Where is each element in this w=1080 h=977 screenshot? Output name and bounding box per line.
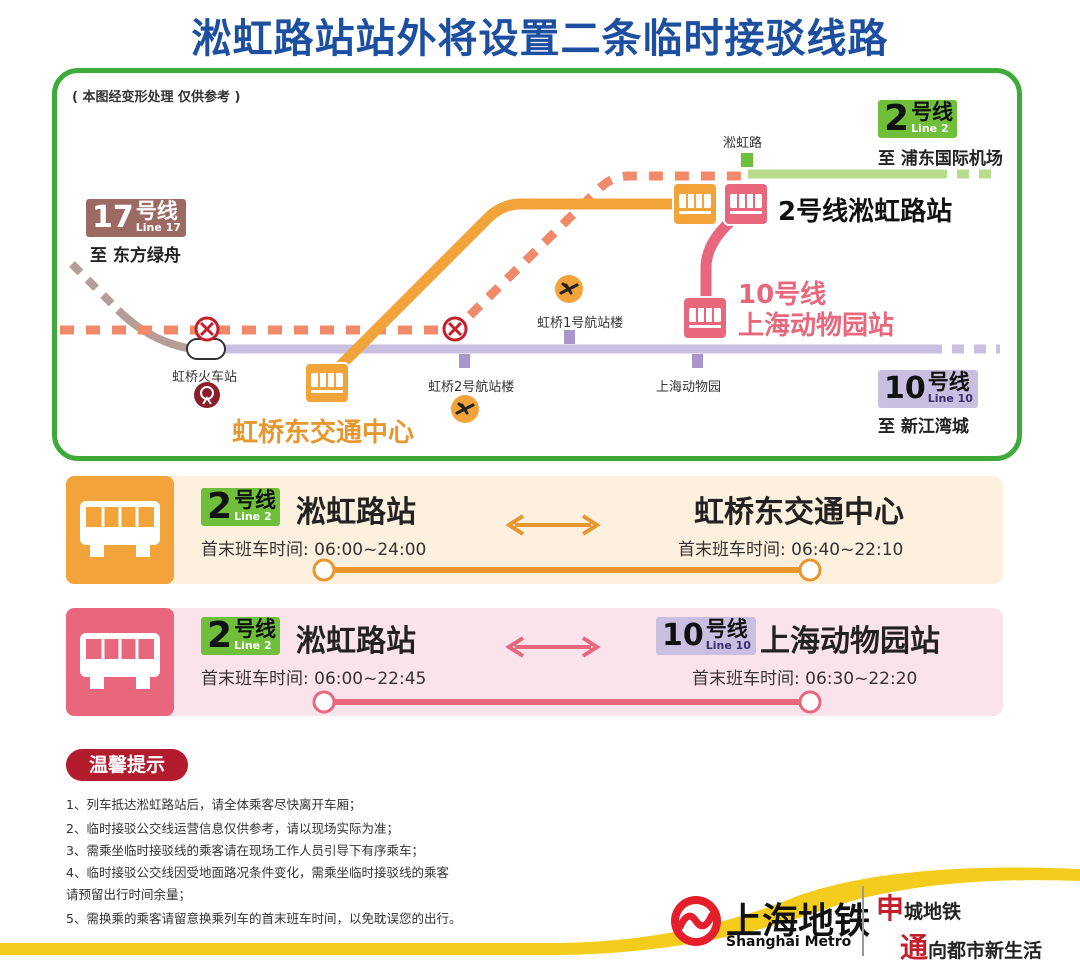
route1-timeline xyxy=(312,558,822,582)
hongqiao-east-hub-label: 虹桥东交通中心 xyxy=(232,418,415,448)
hongqiao-rail-station-marker xyxy=(186,338,226,360)
route2-to-badge-number: 10 xyxy=(662,618,704,653)
tip-item: 请预留出行时间余量； xyxy=(66,887,192,902)
hongqiao-t2-label: 虹桥2号航站楼 xyxy=(428,380,515,395)
t1-station-marker xyxy=(564,330,575,344)
tip-item: 5、需换乘的乘客请留意换乘列车的首末班车时间，以免耽误您的出行。 xyxy=(66,911,462,926)
tips-title: 温馨提示 xyxy=(66,749,188,781)
zoo-label: 上海动物园 xyxy=(656,380,722,395)
route2-to-time: 首末班车时间: 06:30~22:20 xyxy=(692,669,918,689)
bus-stop-icon xyxy=(723,182,769,226)
zoo-station-marker xyxy=(692,354,703,368)
route2-timeline xyxy=(312,690,822,714)
route1-badge-number: 2 xyxy=(207,488,233,526)
route1-badge-en: Line 2 xyxy=(234,510,272,523)
hongqiao-rail-label: 虹桥火车站 xyxy=(172,370,238,385)
tip-item: 1、列车抵达淞虹路站后，请全体乘客尽快离开车厢； xyxy=(66,797,362,812)
two-way-arrow-icon xyxy=(505,514,601,536)
songhong-station-marker xyxy=(741,153,753,167)
route2-from-station: 淞虹路站 xyxy=(296,624,416,659)
route2-line2-badge: 2 号线 Line 2 xyxy=(201,617,281,655)
hongqiao-t1-label: 虹桥1号航站楼 xyxy=(537,316,624,331)
tip-item: 4、临时接驳公交线因受地面路况条件变化，需乘坐临时接驳线的乘客 xyxy=(66,865,449,880)
line2-badge-cn: 号线 xyxy=(911,100,954,124)
airport-icon xyxy=(555,275,583,303)
route2-from-time: 首末班车时间: 06:00~22:45 xyxy=(201,669,427,689)
bus-stop-icon xyxy=(304,362,350,404)
slogan-1-accent: 申 xyxy=(876,892,905,925)
footer-divider xyxy=(862,886,864,956)
line17-badge-number: 17 xyxy=(92,200,134,235)
slogan-line-2: 通向都市新生活 xyxy=(900,926,1042,966)
route1-from-time: 首末班车时间: 06:00~24:00 xyxy=(201,540,427,560)
metro-logo-cn: 上海地铁 xyxy=(726,901,871,942)
line17-dashed xyxy=(69,261,121,313)
route1-from-station: 淞虹路站 xyxy=(296,495,416,530)
songhong-station-label: 淞虹路 xyxy=(723,136,763,151)
line10-zoo-station-title-line2: 上海动物园站 xyxy=(738,311,895,341)
railway-icon xyxy=(194,382,220,408)
airport-icon xyxy=(451,395,479,423)
shuttle-route-orange xyxy=(322,198,690,384)
line10-badge-cn: 号线 xyxy=(927,370,970,394)
map-note: ( 本图经变形处理 仅供参考 ) xyxy=(72,90,241,105)
line10-badge-en: Line 10 xyxy=(927,392,973,405)
route1-badge-cn: 号线 xyxy=(234,488,277,512)
line17-badge-en: Line 17 xyxy=(135,221,181,234)
line17-badge: 17 号线 Line 17 xyxy=(86,199,186,237)
bus-icon xyxy=(66,608,174,716)
closed-station-icon xyxy=(194,316,220,342)
route2-to-badge-cn: 号线 xyxy=(705,617,748,641)
slogan-1-text: 城地铁 xyxy=(904,901,962,923)
slogan-line-1: 申城地铁 xyxy=(876,887,961,927)
route2-badge-cn: 号线 xyxy=(234,617,277,641)
tip-item: 2、临时接驳公交线运营信息仅供参考，请以现场实际为准； xyxy=(66,821,399,836)
line2-songhong-station-title: 2号线淞虹路站 xyxy=(778,197,953,227)
route2-badge-en: Line 2 xyxy=(234,639,272,652)
route2-badge-number: 2 xyxy=(207,617,233,655)
line10-destination: 至 新江湾城 xyxy=(878,417,969,437)
route1-to-station: 虹桥东交通中心 xyxy=(694,495,904,530)
route2-to-station: 上海动物园站 xyxy=(760,624,940,659)
line2-badge-en: Line 2 xyxy=(911,122,949,135)
line10-badge-number: 10 xyxy=(884,371,926,406)
line10-badge: 10 号线 Line 10 xyxy=(878,370,978,408)
line2-badge: 2 号线 Line 2 xyxy=(878,100,958,138)
closed-station-icon xyxy=(442,316,468,342)
bus-stop-icon xyxy=(672,182,718,226)
line17-destination: 至 东方绿舟 xyxy=(90,246,181,266)
line17-badge-cn: 号线 xyxy=(135,199,178,223)
slogan-2-accent: 通 xyxy=(900,931,929,964)
bus-stop-icon xyxy=(682,296,728,340)
bus-icon xyxy=(66,476,174,584)
line17-track xyxy=(115,307,193,353)
route1-line2-badge: 2 号线 Line 2 xyxy=(201,488,281,526)
t2-station-marker xyxy=(459,354,470,368)
slogan-2-text: 向都市新生活 xyxy=(928,940,1043,962)
route2-to-badge-en: Line 10 xyxy=(705,639,751,652)
page-title: 淞虹路站站外将设置二条临时接驳线路 xyxy=(191,16,889,62)
line2-destination: 至 浦东国际机场 xyxy=(878,149,1003,169)
line2-suspended-section xyxy=(60,171,745,335)
route2-line10-badge: 10 号线 Line 10 xyxy=(656,617,756,655)
line2-badge-number: 2 xyxy=(884,100,910,138)
metro-logo-en: Shanghai Metro xyxy=(726,934,852,950)
line10-zoo-station-title-line1: 10号线 xyxy=(738,280,827,310)
two-way-arrow-icon xyxy=(505,636,601,658)
footer-yellow-swoosh xyxy=(0,867,1080,955)
shanghai-metro-logo-icon xyxy=(671,896,721,946)
route1-to-time: 首末班车时间: 06:40~22:10 xyxy=(678,540,904,560)
route-map-frame xyxy=(52,68,1022,461)
tip-item: 3、需乘坐临时接驳线的乘客请在现场工作人员引导下有序乘车； xyxy=(66,843,424,858)
